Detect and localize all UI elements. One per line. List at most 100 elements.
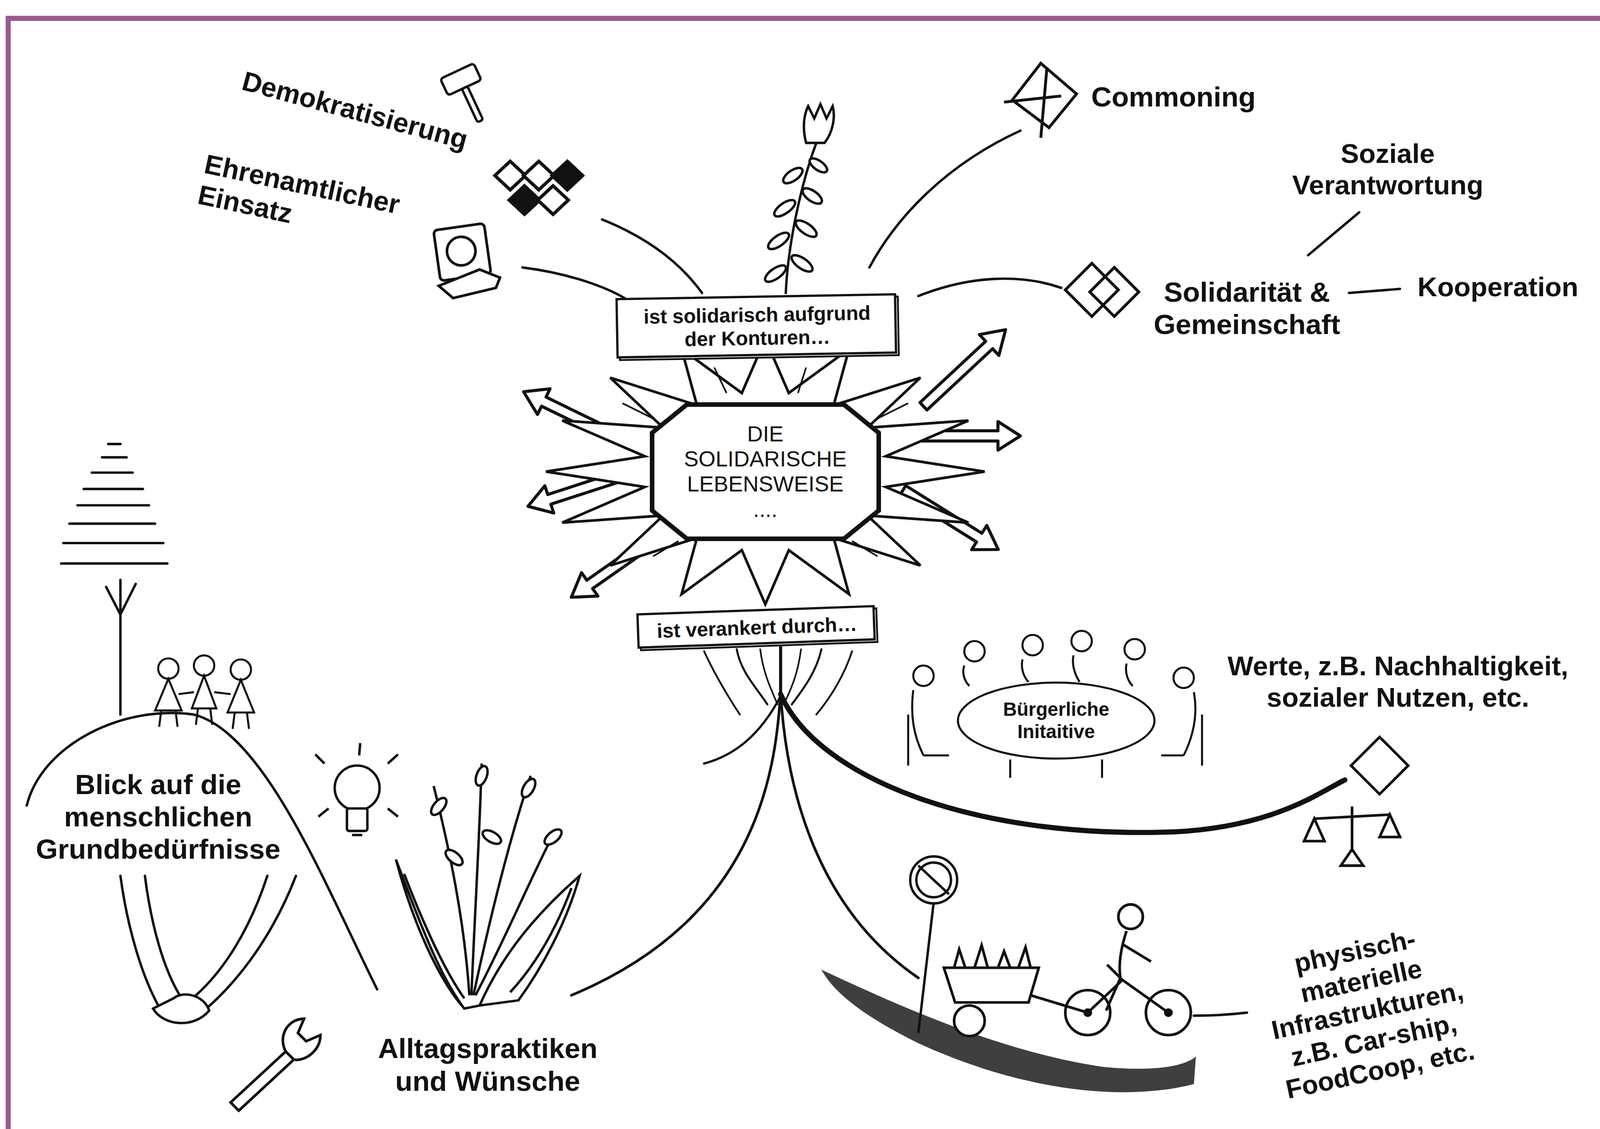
meeting-people-part (964, 641, 985, 662)
gavel-icon-part (461, 86, 483, 123)
plant-sprout-part (762, 262, 789, 285)
octagon-frame (652, 404, 879, 539)
wrench-part (283, 1018, 321, 1060)
leader-line (1194, 1012, 1248, 1016)
star-burst (546, 339, 985, 605)
plant-sprout-part (789, 252, 816, 275)
meeting-people-part (1100, 759, 1103, 778)
roots-part (703, 696, 781, 764)
commoning-icon (1003, 63, 1077, 138)
plant-sprout-part (793, 217, 820, 240)
children-figures-part (232, 712, 249, 730)
concept-label: Werte, z.B. Nachhaltigkeit, sozialer Nut… (1209, 650, 1587, 714)
outward-arrows (517, 319, 1021, 610)
plant-sprout-part (804, 104, 835, 143)
tree-part (77, 504, 149, 507)
volunteer-icon (433, 223, 500, 299)
star-hatching-part (798, 367, 807, 394)
star-hatching-part (714, 367, 727, 394)
tree-part (61, 562, 168, 565)
plant-sprout-part (771, 197, 798, 220)
roots-part (791, 649, 822, 705)
roots-part (780, 692, 919, 978)
leader-lines (522, 130, 1400, 299)
concept-label: Demokratisierung (238, 65, 472, 156)
banner-frame (637, 606, 875, 648)
meeting-people-part (1173, 667, 1195, 689)
children-figures-part (158, 658, 179, 679)
grid-icon-part (523, 161, 554, 190)
central-octagon: DIE SOLIDARISCHE LEBENSWEISE .... (649, 402, 882, 542)
tree-part (101, 455, 127, 459)
roots (571, 647, 1346, 996)
book-with-plants-part (541, 826, 565, 848)
light-bulb-part (387, 808, 398, 817)
roots-part (760, 649, 778, 705)
leader-lines-part (522, 267, 625, 299)
star-hatching-part (622, 403, 654, 419)
star-hatching-part (653, 541, 679, 557)
concept-label: Alltagspraktiken und Wünsche (374, 1032, 602, 1098)
meeting-people-part (1071, 630, 1092, 652)
light-bulb-part (315, 754, 325, 764)
roots-part (779, 647, 783, 694)
book-with-plants-part (519, 776, 539, 800)
cargo-bike (943, 904, 1191, 1036)
tree (61, 444, 168, 715)
solidarity-icon-part (1089, 267, 1140, 317)
book-with-plants (395, 763, 580, 1009)
wrench (230, 1018, 321, 1111)
handshake (120, 875, 297, 1023)
roots-part (780, 693, 1345, 833)
light-bulb-part (346, 808, 368, 831)
roots-part (816, 651, 852, 715)
handshake-part (144, 875, 182, 999)
meeting-people-part (1200, 714, 1203, 766)
values-icon (1304, 737, 1409, 866)
anchor-banner: ist verankert durch… (636, 604, 879, 651)
frame-line (8, 18, 1600, 1129)
grid-icon-part (509, 185, 540, 215)
children-figures-part (178, 692, 231, 694)
cargo-bike-part (1030, 964, 1169, 1013)
handshake-part (152, 994, 209, 1023)
light-bulb-part (359, 743, 360, 756)
cargo-bike-part (1106, 931, 1152, 1011)
book-with-plants-part (473, 764, 490, 788)
meeting-people-part (1022, 634, 1044, 656)
sign-post-part (918, 865, 949, 895)
meeting-people (908, 630, 1203, 778)
plant-sprout-part (807, 155, 830, 175)
meeting-people-part (1022, 659, 1029, 682)
children-figures-part (196, 708, 213, 725)
plant-sprout-part (780, 164, 806, 187)
volunteer-icon-part (446, 236, 476, 266)
values-icon-part (1314, 814, 1390, 819)
table-ellipse: Bürgerliche Initaitive (956, 680, 1157, 761)
meeting-people-part (906, 714, 909, 766)
sign-post-part (916, 862, 952, 898)
star-hatching-part (877, 403, 908, 419)
ellipse-frame (957, 682, 1155, 759)
grid-icon-part (551, 161, 583, 190)
tree-part (119, 579, 122, 715)
grid-icon-part (537, 185, 569, 215)
concept-label: physisch- materielle Infrastrukturen, z.… (1244, 913, 1490, 1108)
tree-part (83, 487, 143, 491)
wrench-part (230, 1051, 294, 1111)
values-icon-part (1379, 814, 1401, 837)
roots-part (736, 649, 768, 705)
grid-icon (495, 161, 583, 215)
roots-part (783, 649, 801, 705)
light-bulb-part (387, 754, 398, 764)
plant-sprout (762, 104, 835, 294)
grid-icon-part (495, 161, 526, 190)
star-hatching-part (851, 541, 878, 557)
meeting-people-part (1124, 638, 1145, 660)
concept-label: Ehrenamtlicher Einsatz (194, 148, 417, 255)
leader-lines-part (869, 130, 1021, 268)
cargo-bike-part (954, 945, 1031, 968)
commoning-icon-part (1040, 67, 1047, 138)
children-figures-part (227, 679, 254, 713)
